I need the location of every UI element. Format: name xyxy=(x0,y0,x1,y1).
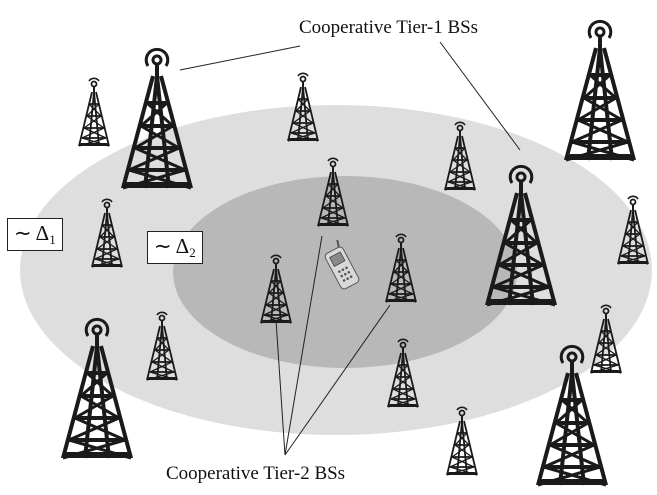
mobile-phone-icon xyxy=(324,239,360,290)
delta1-box: ∼ Δ1 xyxy=(7,218,63,251)
large-tower-icon xyxy=(562,19,638,162)
delta1-symbol: ∼ Δ xyxy=(14,221,50,245)
tier2-pointer-lines xyxy=(275,235,391,456)
tier1-label: Cooperative Tier-1 BSs xyxy=(299,17,479,38)
delta1-subscript: 1 xyxy=(49,232,56,247)
tier2-label: Cooperative Tier-2 BSs xyxy=(166,463,346,484)
delta2-symbol: ∼ Δ xyxy=(154,234,190,258)
tier1-pointer-lines xyxy=(179,41,521,151)
delta2-box: ∼ Δ2 xyxy=(147,231,203,264)
delta2-subscript: 2 xyxy=(189,245,196,260)
small-tower-icon xyxy=(77,77,111,147)
